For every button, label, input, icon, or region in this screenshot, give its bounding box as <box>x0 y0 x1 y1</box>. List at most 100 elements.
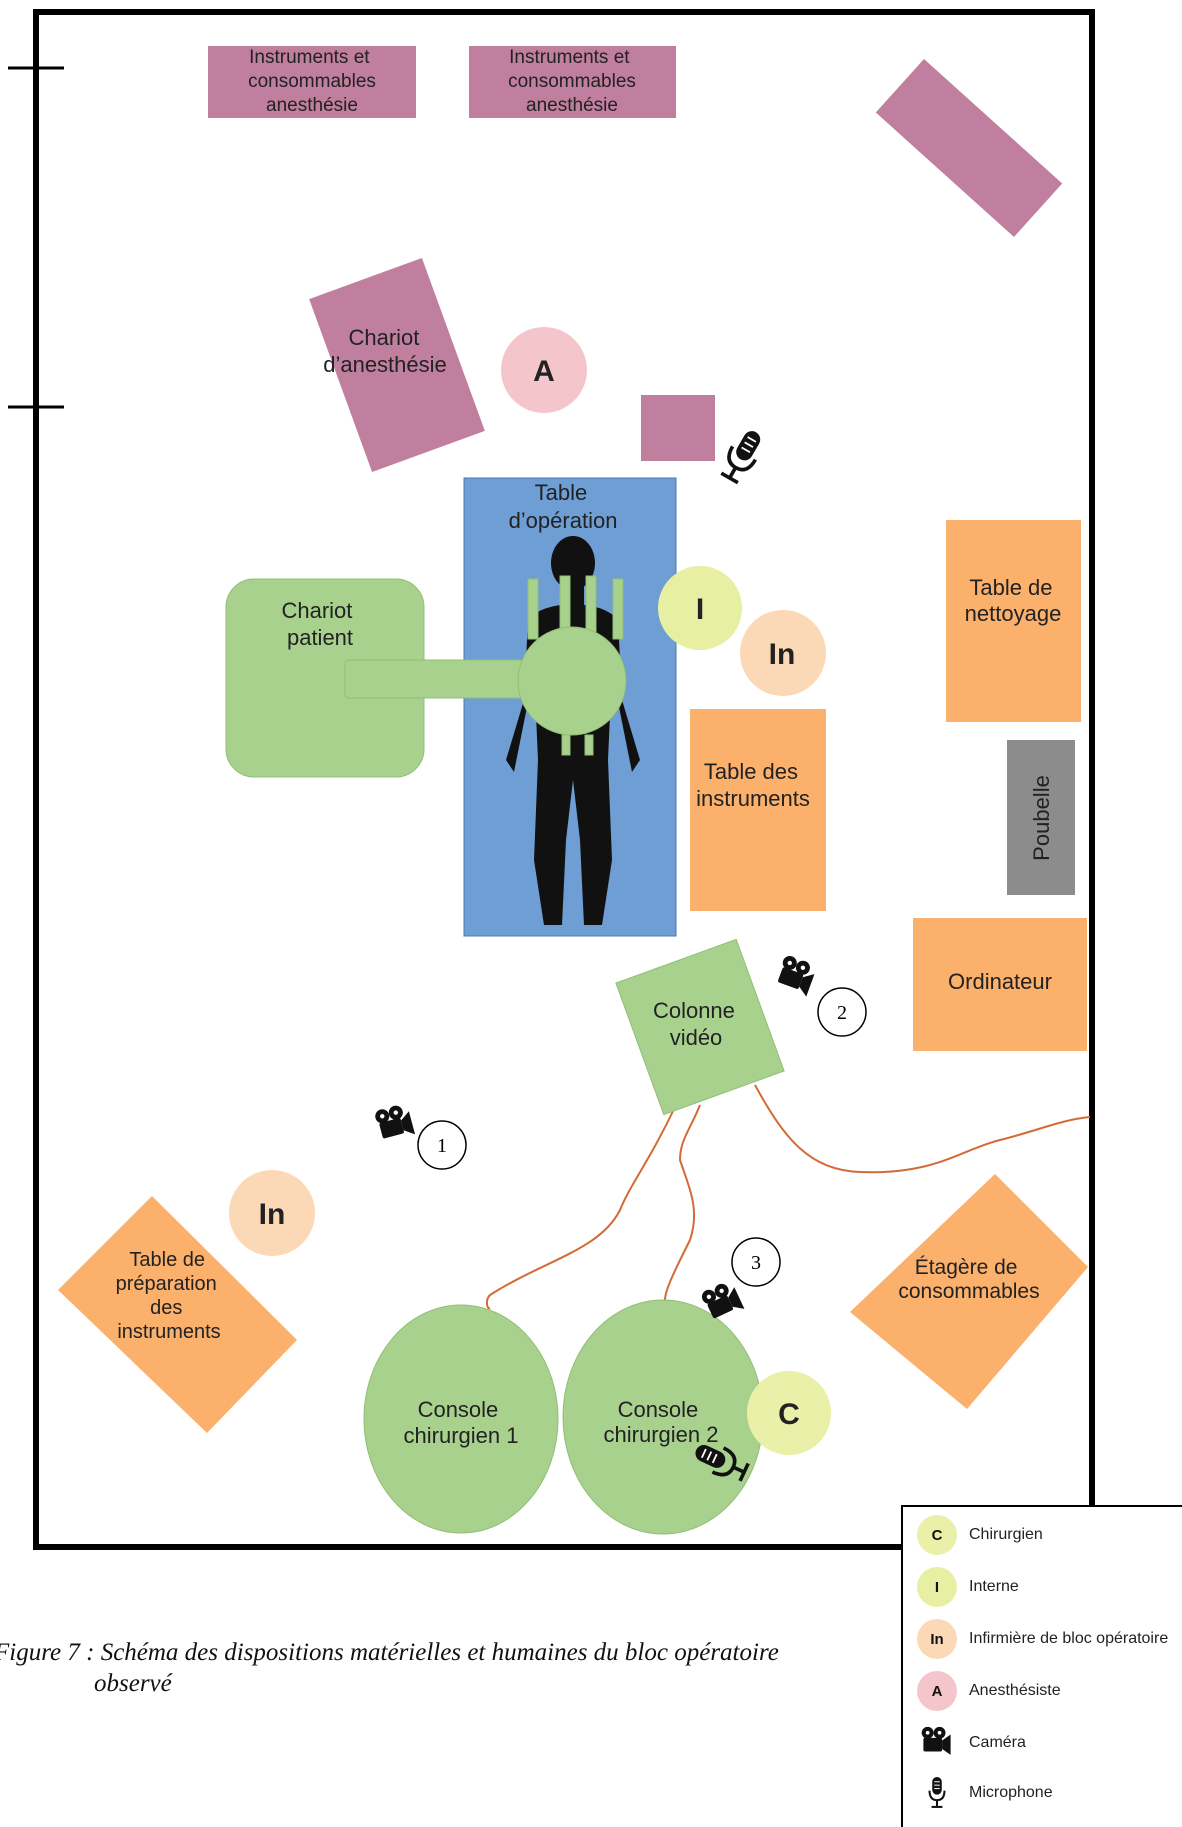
legend-label-microphone: Microphone <box>969 1784 1053 1801</box>
legend-label-surgeon: Chirurgien <box>969 1526 1043 1543</box>
camera-number-3-text: 3 <box>751 1252 761 1274</box>
anesthesia-cart-label-2: d’anesthésie <box>323 352 447 377</box>
consumables-shelf-label-2: consommables <box>898 1280 1039 1303</box>
camera-icon <box>917 1723 957 1763</box>
surgeon-console-1 <box>363 1304 559 1534</box>
camera-number-2-text: 2 <box>837 1002 847 1024</box>
video-column-label-1: Colonne <box>653 998 735 1023</box>
operating-table-label-1: Table <box>535 480 588 505</box>
surgeon-console-1-label-1: Console <box>418 1397 499 1422</box>
video-cables <box>486 1084 1091 1310</box>
figure-caption-line2: observé <box>94 1670 172 1697</box>
prep-table-label-1: Table de <box>129 1249 205 1271</box>
microphone-icon <box>716 423 770 487</box>
instrument-table-label-2: instruments <box>696 786 810 811</box>
camera-number-1: 1 <box>417 1120 467 1170</box>
anesthesia-instruments-left-label-line-2: consommables <box>248 71 376 92</box>
legend-symbol-nurse: In <box>917 1619 957 1659</box>
robot-arms <box>527 575 624 756</box>
consumables-shelf <box>850 1174 1088 1409</box>
surgeon-console-2-label-2: chirurgien 2 <box>604 1422 719 1447</box>
svg-text:Étagère de consommables: Étagère de consommables <box>898 1256 1039 1303</box>
operating-table-label-2: d’opération <box>509 508 618 533</box>
surgeon-marker <box>747 1371 831 1455</box>
robot-head <box>517 626 627 736</box>
computer <box>913 918 1087 1051</box>
svg-text:Chariot patient: Chariot patient <box>281 598 358 650</box>
patient-cart-label-1: Chariot <box>281 598 352 623</box>
anesthesia-monitor <box>641 395 715 461</box>
anesthesia-cart-label-1: Chariot <box>348 325 419 350</box>
prep-table-label-3: des <box>150 1297 182 1319</box>
prep-table <box>58 1196 297 1433</box>
camera-number-2: 2 <box>817 987 867 1037</box>
prep-table-label-4: instruments <box>117 1321 220 1343</box>
trash-bin-label: Poubelle <box>1029 775 1054 861</box>
figure-caption: Figure 7 : Schéma des dispositions matér… <box>0 1637 894 1699</box>
anesthesia-instruments-left-label-line-3: anesthésie <box>266 95 358 116</box>
instrument-table <box>690 709 826 911</box>
instrument-table-label-1: Table des <box>704 759 798 784</box>
nurse-marker-top <box>740 610 826 696</box>
prep-table-label-2: préparation <box>116 1273 217 1295</box>
anesthesia-instruments-right-label: Instruments et <box>509 47 630 68</box>
svg-text:Table de nettoyage: Table de nettoyage <box>965 575 1062 626</box>
microphone-icon <box>917 1773 957 1813</box>
anesthesia-instruments-right-label-line-3: anesthésie <box>526 95 618 116</box>
nurse-label-top: In <box>769 638 796 671</box>
legend-symbol-anesthetist: A <box>917 1671 957 1711</box>
svg-text:Table des instruments: Table des instruments <box>696 759 810 811</box>
legend-item-microphone: Microphone <box>917 1771 1053 1815</box>
video-column-label-2: vidéo <box>670 1025 723 1050</box>
camera-icon <box>373 1102 416 1144</box>
figure-caption-line1: Figure 7 : Schéma des dispositions matér… <box>0 1639 779 1666</box>
anesthetist-marker <box>501 327 587 413</box>
intern-marker <box>658 566 742 650</box>
room-wall <box>33 9 1095 1550</box>
anesthetist-label: A <box>533 355 555 388</box>
cleaning-table-label-2: nettoyage <box>965 601 1062 626</box>
computer-label: Ordinateur <box>948 969 1052 994</box>
legend-item-anesthetist: A Anesthésiste <box>917 1669 1061 1713</box>
nurse-label-bottom: In <box>259 1198 286 1231</box>
anesthesia-instruments-left <box>208 46 416 118</box>
trash-bin <box>1007 740 1075 895</box>
surgeon-console-2-label-1: Console <box>618 1397 699 1422</box>
legend: C Chirurgien I Interne In Infirmière de … <box>901 1505 1182 1827</box>
surgeon-console-1-label-2: chirurgien 1 <box>404 1423 519 1448</box>
legend-label-intern: Interne <box>969 1578 1019 1595</box>
camera-icon <box>774 953 818 997</box>
anesthesia-cabinet-diagonal <box>875 59 1063 237</box>
legend-label-camera: Caméra <box>969 1734 1026 1751</box>
surgeon-label: C <box>778 1398 800 1431</box>
video-column <box>615 938 785 1116</box>
anesthesia-instruments-left-label: Instruments et <box>249 47 370 68</box>
legend-symbol-intern: I <box>917 1567 957 1607</box>
legend-item-nurse: In Infirmière de bloc opératoire <box>917 1617 1168 1661</box>
patient-cart-arm <box>344 659 526 699</box>
legend-label-anesthetist: Anesthésiste <box>969 1682 1061 1699</box>
camera-number-3: 3 <box>731 1237 781 1287</box>
svg-text:Table de préparation d: Table de préparation des instruments <box>116 1249 223 1343</box>
legend-item-camera: Caméra <box>917 1721 1026 1765</box>
svg-text:Console chirurgien 1: Console chirurgien 1 <box>404 1397 519 1448</box>
svg-text:Table d’opération: Table d’opération <box>509 480 618 533</box>
cleaning-table <box>946 520 1081 722</box>
svg-text:Colonne vidéo: Colonne vidéo <box>653 998 741 1050</box>
nurse-marker-bottom <box>229 1170 315 1256</box>
camera-number-1-text: 1 <box>437 1135 447 1157</box>
anesthesia-instruments-right <box>469 46 676 118</box>
anesthesia-instruments-right-label-line-2: consommables <box>508 71 636 92</box>
consumables-shelf-label-1: Étagère de <box>915 1256 1018 1279</box>
svg-text:Console chirurgien 2: Console chirurgien 2 <box>604 1397 719 1447</box>
intern-label: I <box>696 593 704 626</box>
cleaning-table-label-1: Table de <box>969 575 1052 600</box>
legend-item-intern: I Interne <box>917 1565 1019 1609</box>
legend-item-surgeon: C Chirurgien <box>917 1513 1043 1557</box>
legend-label-nurse: Infirmière de bloc opératoire <box>969 1630 1169 1647</box>
svg-text:Chariot d’anesthésie: Chariot d’anesthésie <box>323 325 447 377</box>
legend-symbol-surgeon: C <box>917 1515 957 1555</box>
